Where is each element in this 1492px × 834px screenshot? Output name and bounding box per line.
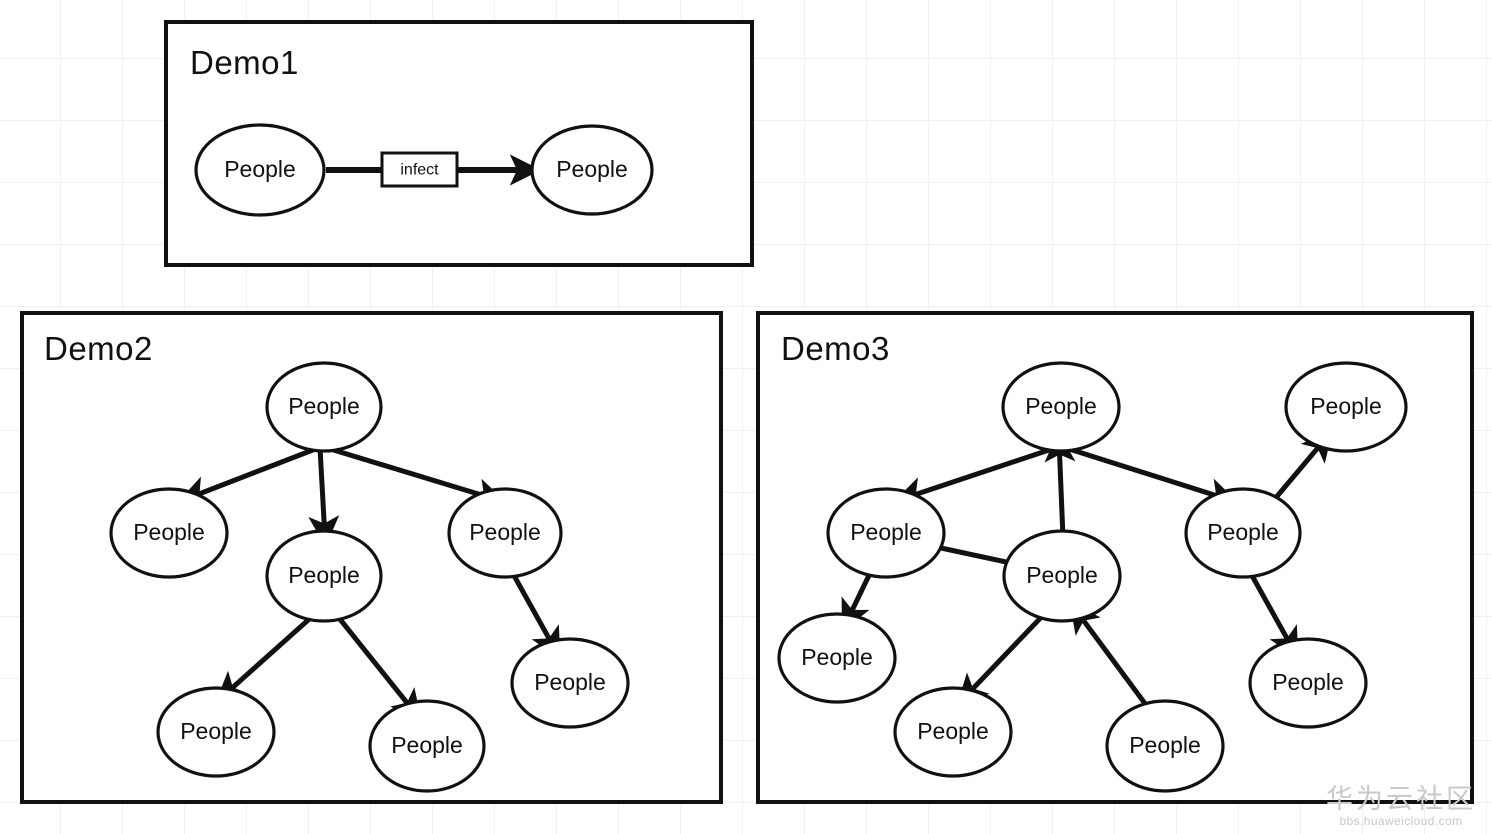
node-label-d3-top: People <box>1025 393 1097 419</box>
node-ellipse-d2-br[interactable] <box>510 637 630 729</box>
panel-demo2: Demo2PeoplePeoplePeoplePeoplePeoplePeopl… <box>20 311 723 804</box>
edge-d2-root-to-d2-right <box>326 445 507 509</box>
node-label-d3-bm2: People <box>1129 732 1201 758</box>
node-ellipse-d3-br[interactable] <box>1248 637 1368 729</box>
node-label-d3-tr: People <box>1310 393 1382 419</box>
panel-title-demo1: Demo1 <box>190 44 299 81</box>
node-d2-bm[interactable]: People <box>368 699 486 793</box>
node-ellipse-d2-right[interactable] <box>447 487 563 579</box>
node-d1-n1[interactable]: People <box>194 123 326 217</box>
edge-d3-right-to-d3-br <box>1247 570 1299 659</box>
node-label-d3-bm: People <box>917 718 989 744</box>
edge-d2-right-to-d2-br <box>509 570 561 659</box>
node-ellipse-d3-left[interactable] <box>826 487 946 579</box>
node-d2-right[interactable]: People <box>447 487 563 579</box>
node-ellipse-d3-right[interactable] <box>1184 487 1302 579</box>
node-d3-bm[interactable]: People <box>893 686 1013 778</box>
node-label-d2-mid: People <box>288 562 360 588</box>
node-label-d3-mid: People <box>1026 562 1098 588</box>
node-label-d2-right: People <box>469 519 541 545</box>
node-d2-left[interactable]: People <box>109 487 229 579</box>
node-ellipse-d3-top[interactable] <box>1001 361 1121 453</box>
node-d2-root[interactable]: People <box>265 361 383 453</box>
edge-d2-root-to-d2-mid <box>308 447 340 547</box>
node-label-d3-left: People <box>850 519 922 545</box>
node-label-d2-br: People <box>534 669 606 695</box>
edge-label-rect <box>380 151 459 188</box>
edge-label-box: infect <box>380 151 459 188</box>
node-label-d2-root: People <box>288 393 360 419</box>
edge-d3-mid-to-d3-top <box>1044 431 1076 539</box>
node-ellipse-d1-n1[interactable] <box>194 123 326 217</box>
node-ellipse-d3-bl[interactable] <box>777 612 897 704</box>
node-label-d3-right: People <box>1207 519 1279 545</box>
node-ellipse-d3-bm2[interactable] <box>1105 699 1225 793</box>
panel-title-demo2: Demo2 <box>44 330 153 367</box>
node-d2-mid[interactable]: People <box>265 529 383 623</box>
edge-d2-mid-to-d2-bl <box>215 611 318 703</box>
node-ellipse-d2-bm[interactable] <box>368 699 486 793</box>
node-d3-top[interactable]: People <box>1001 361 1121 453</box>
edge-label-text: infect <box>400 162 439 179</box>
node-ellipse-d2-bl[interactable] <box>156 686 276 778</box>
node-ellipse-d3-tr[interactable] <box>1284 361 1408 453</box>
edge-d3-bm2-to-d3-mid <box>1069 601 1155 715</box>
node-d2-br[interactable]: People <box>510 637 630 729</box>
edge-d3-top-to-d3-left <box>893 445 1056 507</box>
node-d3-left[interactable]: People <box>826 487 946 579</box>
panel-title-demo3: Demo3 <box>781 330 890 367</box>
node-d2-bl[interactable]: People <box>156 686 276 778</box>
edge-d2-root-to-d2-left <box>177 445 319 506</box>
node-label-d1-n1: People <box>224 156 296 182</box>
node-d3-bl[interactable]: People <box>777 612 897 704</box>
node-label-d2-left: People <box>133 519 205 545</box>
node-d3-mid[interactable]: People <box>1002 529 1122 623</box>
node-d3-br[interactable]: People <box>1248 637 1368 729</box>
node-label-d3-bl: People <box>801 644 873 670</box>
node-ellipse-d2-mid[interactable] <box>265 529 383 623</box>
node-ellipse-d1-n2[interactable] <box>530 124 654 216</box>
node-ellipse-d3-mid[interactable] <box>1002 529 1122 623</box>
edge-d2-mid-to-d2-bm <box>333 611 422 722</box>
edge-d3-top-to-d3-right <box>1065 445 1239 509</box>
node-label-d2-bm: People <box>391 732 463 758</box>
node-label-d3-br: People <box>1272 669 1344 695</box>
node-d3-tr[interactable]: People <box>1284 361 1408 453</box>
edge-d3-mid-to-d3-bm <box>956 606 1052 706</box>
node-ellipse-d3-bm[interactable] <box>893 686 1013 778</box>
node-label-d1-n2: People <box>556 156 628 182</box>
node-ellipse-d2-left[interactable] <box>109 487 229 579</box>
node-label-d2-bl: People <box>180 718 252 744</box>
node-d3-bm2[interactable]: People <box>1105 699 1225 793</box>
node-ellipse-d2-root[interactable] <box>265 361 383 453</box>
node-d3-right[interactable]: People <box>1184 487 1302 579</box>
node-d1-n2[interactable]: People <box>530 124 654 216</box>
